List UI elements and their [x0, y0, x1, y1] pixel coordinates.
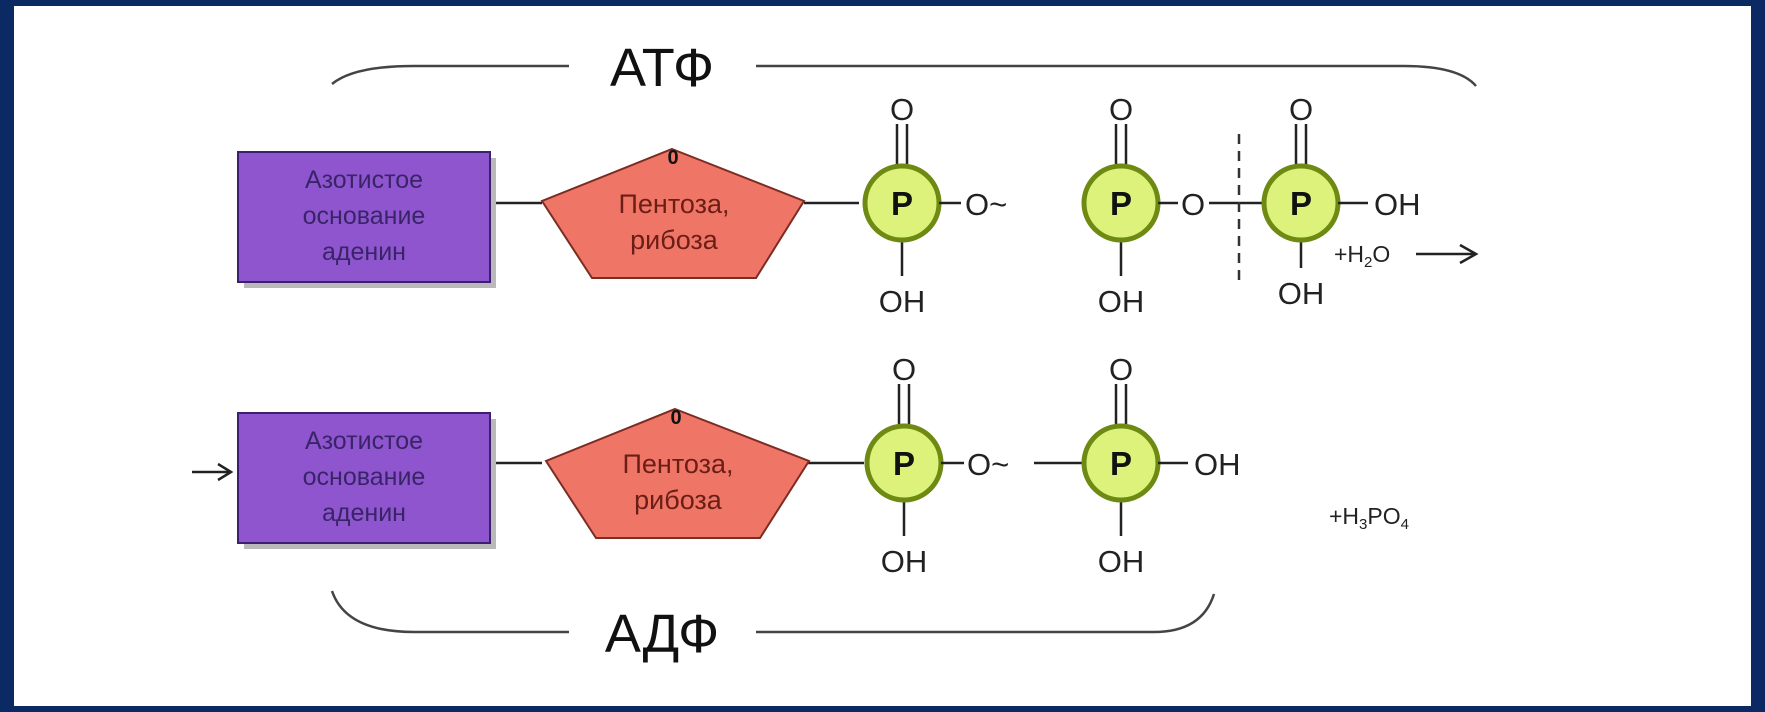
adp-base-line-2: основание	[303, 463, 426, 491]
adp-title: АДФ	[605, 604, 719, 664]
atp-p1-label: P	[891, 185, 913, 222]
adp-p2-hydroxyl-right: OH	[1194, 447, 1241, 482]
atp-p1-hydroxyl: OH	[879, 284, 926, 319]
atp-p3-oxygen: O	[1289, 92, 1313, 127]
atp-p1-oxygen: O	[890, 92, 914, 127]
atp-pentose-line-1: Пентоза,	[618, 189, 729, 219]
atp-p2-oxygen: O	[1109, 92, 1133, 127]
adp-phosphoric-acid: +H3PO4	[1329, 503, 1409, 533]
adp-p1-hydroxyl: OH	[881, 544, 928, 579]
atp-bracket-right	[756, 64, 1477, 87]
adp-bracket-left	[330, 590, 569, 634]
adp-p1-label: P	[893, 445, 915, 482]
adp-pentose-line-2: рибоза	[634, 485, 723, 515]
adp-phosphate-2: O OH P	[1081, 352, 1161, 579]
atp-water-formula: +H2O	[1334, 241, 1390, 271]
atp-bridge-2: O	[1181, 187, 1205, 222]
adp-base-line-1: Азотистое	[305, 427, 423, 455]
atp-bracket-left	[331, 64, 569, 85]
atp-phosphate-3: O OH P	[1261, 92, 1341, 311]
adp-phosphate-1: O OH P	[864, 352, 944, 579]
adp-base-box	[237, 412, 491, 544]
atp-reaction-arrow-icon	[1459, 243, 1479, 265]
atp-molecule: Азотистое основание аденин 0 Пентоза, ри…	[237, 92, 1479, 319]
atp-base-line-2: основание	[303, 202, 426, 230]
atp-p3-hydroxyl: OH	[1278, 276, 1325, 311]
diagram-frame: АТФ Азотистое основание аденин 0 Пентоза…	[14, 6, 1751, 706]
adp-p2-label: P	[1110, 445, 1132, 482]
adp-pentose	[544, 407, 811, 539]
adp-molecule: Азотистое основание аденин 0 Пентоза, ри…	[192, 352, 1409, 579]
adp-bracket-right	[756, 593, 1216, 634]
adp-p2-hydroxyl: OH	[1098, 544, 1145, 579]
adp-p1-oxygen: O	[892, 352, 916, 387]
adp-pentose-line-1: Пентоза,	[622, 449, 733, 479]
atp-base-box	[237, 151, 491, 283]
adp-title-group: АДФ	[330, 590, 1216, 664]
atp-pentose	[540, 147, 806, 279]
atp-phosphate-1: O OH P	[862, 92, 942, 319]
atp-phosphate-2: O OH P	[1081, 92, 1161, 319]
atp-p3-hydroxyl-right: OH	[1374, 187, 1421, 222]
adp-bridge: O~	[967, 447, 1009, 482]
atp-title: АТФ	[610, 38, 714, 98]
atp-water-group: +H2O	[1334, 241, 1479, 271]
atp-pentose-line-2: рибоза	[630, 225, 719, 255]
adp-base-line-3: аденин	[322, 499, 406, 527]
atp-p3-label: P	[1290, 185, 1312, 222]
atp-pentose-top-label: 0	[667, 147, 678, 169]
adp-incoming-arrow-icon	[217, 462, 234, 482]
atp-p2-hydroxyl: OH	[1098, 284, 1145, 319]
atp-bridge-1: O~	[965, 187, 1007, 222]
atp-adp-diagram: АТФ Азотистое основание аденин 0 Пентоза…	[192, 38, 1479, 664]
atp-base-line-1: Азотистое	[305, 166, 423, 194]
atp-p2-label: P	[1110, 185, 1132, 222]
atp-title-group: АТФ	[331, 38, 1477, 98]
adp-pentose-top-label: 0	[670, 407, 681, 429]
adp-p2-oxygen: O	[1109, 352, 1133, 387]
atp-base-line-3: аденин	[322, 238, 406, 266]
